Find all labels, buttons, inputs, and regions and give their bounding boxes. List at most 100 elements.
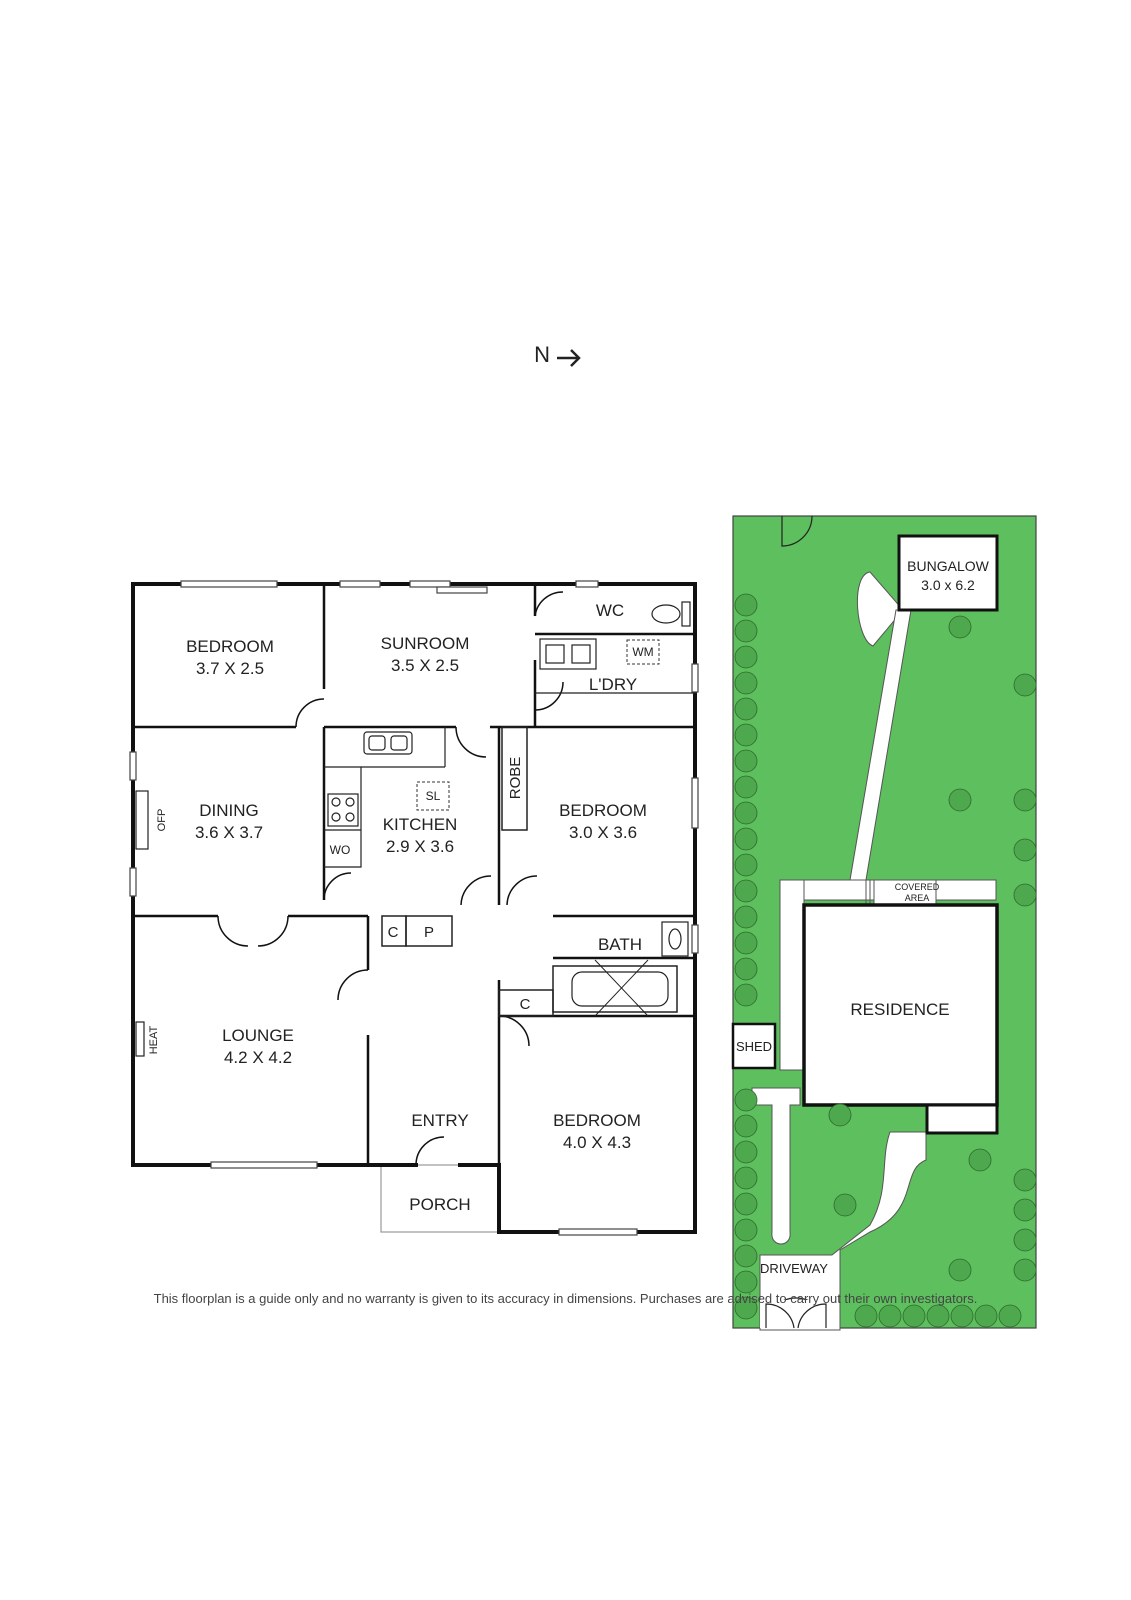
heater-box — [135, 1021, 145, 1057]
shed-box — [731, 1022, 777, 1070]
fireplace-box — [135, 790, 149, 850]
fixture-wm: WM — [632, 645, 653, 659]
bungalow-box — [897, 534, 999, 612]
covered-area-line1: COVERED — [895, 882, 940, 892]
washing-machine-box — [626, 639, 660, 665]
room-lounge-name: LOUNGE — [222, 1026, 294, 1045]
front-gate-swing-icon — [765, 1303, 827, 1329]
tree-icon — [878, 1304, 902, 1328]
north-arrow-icon — [557, 349, 581, 367]
tree-icon — [734, 593, 758, 617]
room-dining-name: DINING — [199, 801, 259, 820]
tree-icon — [1013, 788, 1037, 812]
tree-icon — [734, 1088, 758, 1112]
tree-icon — [734, 645, 758, 669]
fixture-heat: HEAT — [148, 1025, 160, 1054]
fixture-cupboard-1: C — [388, 924, 399, 941]
tree-icon — [1013, 883, 1037, 907]
residence-name: RESIDENCE — [850, 1000, 949, 1019]
covered-area-line2: AREA — [905, 893, 930, 903]
room-sunroom-name: SUNROOM — [381, 634, 470, 653]
residence-box — [802, 903, 999, 1107]
bathtub — [552, 959, 678, 1017]
tree-icon — [734, 1166, 758, 1190]
bungalow-name: BUNGALOW — [907, 558, 989, 574]
toilet-icon — [651, 601, 691, 627]
tree-icon — [734, 619, 758, 643]
site-plan: BUNGALOW 3.0 x 6.2 COVERED AREA RESIDENC… — [731, 515, 1037, 1331]
basin-icon — [661, 921, 689, 957]
tree-icon — [734, 723, 758, 747]
fixture-ofp: OFP — [156, 809, 168, 832]
tree-icon — [734, 671, 758, 695]
tree-icon — [948, 788, 972, 812]
tree-icon — [998, 1304, 1022, 1328]
robe-box — [501, 726, 528, 831]
tree-icon — [734, 1244, 758, 1268]
tree-icon — [1013, 838, 1037, 862]
room-bedroom-2-name: BEDROOM — [559, 801, 647, 820]
tree-icon — [828, 1103, 852, 1127]
steps — [865, 880, 871, 904]
room-bath-name: BATH — [598, 935, 642, 954]
kitchen-fixtures — [324, 727, 446, 868]
tree-icon — [974, 1304, 998, 1328]
tree-icon — [734, 801, 758, 825]
bungalow-dims: 3.0 x 6.2 — [921, 577, 975, 593]
driveway-name: DRIVEWAY — [760, 1261, 828, 1276]
windows — [129, 580, 699, 1236]
tree-icon — [1013, 1228, 1037, 1252]
tree-icon — [926, 1304, 950, 1328]
room-lounge-dims: 4.2 X 4.2 — [224, 1048, 292, 1067]
tree-icon — [734, 775, 758, 799]
skylight-box — [416, 781, 450, 811]
fixture-pantry: P — [424, 924, 434, 941]
tree-icon — [948, 615, 972, 639]
tree-icon — [950, 1304, 974, 1328]
room-sunroom-dims: 3.5 X 2.5 — [391, 656, 459, 675]
covered-area-box — [873, 879, 937, 905]
tree-icon — [1013, 673, 1037, 697]
fixture-wo: WO — [330, 843, 351, 857]
room-bedroom-1-dims: 3.7 X 2.5 — [196, 659, 264, 678]
room-bedroom-2-dims: 3.0 X 3.6 — [569, 823, 637, 842]
room-kitchen-dims: 2.9 X 3.6 — [386, 837, 454, 856]
tree-icon — [833, 1193, 857, 1217]
tree-icon — [734, 749, 758, 773]
tree-icon — [948, 1258, 972, 1282]
tree-icon — [734, 957, 758, 981]
tree-icon — [734, 697, 758, 721]
tree-icon — [968, 1148, 992, 1172]
tree-icon — [734, 1270, 758, 1294]
tree-icon — [1013, 1258, 1037, 1282]
room-bedroom-3-name: BEDROOM — [553, 1111, 641, 1130]
tree-icon — [734, 983, 758, 1007]
tree-icon — [734, 905, 758, 929]
laundry-tubs-icon — [535, 638, 695, 694]
trees — [734, 593, 1037, 1328]
room-laundry-name: L'DRY — [589, 675, 637, 694]
tree-icon — [734, 1114, 758, 1138]
disclaimer-text: This floorplan is a guide only and no wa… — [153, 1291, 978, 1306]
tree-icon — [902, 1304, 926, 1328]
paths — [751, 571, 997, 1331]
fixture-robe: ROBE — [507, 757, 524, 800]
tree-icon — [734, 931, 758, 955]
room-dining-dims: 3.6 X 3.7 — [195, 823, 263, 842]
room-bedroom-3-dims: 4.0 X 4.3 — [563, 1133, 631, 1152]
rear-gate-icon — [781, 515, 813, 547]
tree-icon — [734, 1140, 758, 1164]
residence-wing — [925, 1103, 999, 1135]
room-wc-name: WC — [596, 601, 624, 620]
tree-icon — [734, 1296, 758, 1320]
compass-label: N — [534, 342, 550, 367]
tree-icon — [734, 1192, 758, 1216]
door-swings — [217, 591, 564, 1166]
cupboards — [381, 915, 554, 1017]
room-bedroom-1-name: BEDROOM — [186, 637, 274, 656]
tree-icon — [734, 853, 758, 877]
room-kitchen-name: KITCHEN — [383, 815, 458, 834]
tree-icon — [734, 1218, 758, 1242]
room-porch-name: PORCH — [409, 1195, 470, 1214]
